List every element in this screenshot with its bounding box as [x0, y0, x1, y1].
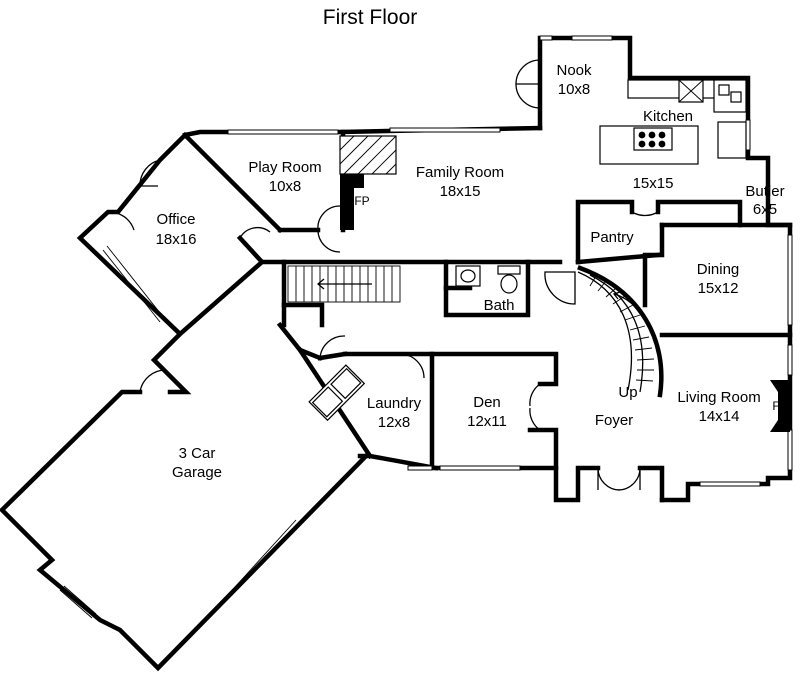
family-room-size: 18x15 [440, 183, 481, 200]
living-room-name: Living Room [677, 389, 760, 406]
plan-title: First Floor [323, 6, 418, 29]
den-name: Den [473, 394, 501, 411]
nook-name: Nook [556, 62, 592, 79]
garage-size: Garage [172, 464, 222, 481]
living-fireplace [770, 380, 790, 432]
straight-stairs [287, 265, 401, 303]
room-labels: Nook 10x8 Kitchen 15x15 Butler 6x5 Play … [156, 62, 788, 481]
office-size: 18x16 [156, 231, 197, 248]
living-fireplace-label: FP [772, 399, 787, 413]
play-room-name: Play Room [248, 159, 321, 176]
dining-name: Dining [697, 261, 740, 278]
foyer-name: Foyer [595, 412, 633, 429]
windows [15, 35, 793, 619]
den-size: 12x11 [467, 413, 507, 430]
walls [0, 35, 793, 672]
nook-size: 10x8 [558, 81, 591, 98]
laundry-appliances [308, 364, 366, 422]
kitchen-name: Kitchen [643, 108, 693, 125]
play-room-size: 10x8 [269, 178, 302, 195]
dining-size: 15x12 [698, 280, 739, 297]
family-fireplace [339, 135, 397, 230]
family-fireplace-label: FP [354, 194, 369, 208]
curved-stairs [577, 265, 664, 398]
office-name: Office [157, 211, 196, 228]
bath-fixtures [455, 265, 521, 294]
butler-name: Butler [745, 183, 784, 200]
laundry-size: 12x8 [378, 414, 411, 431]
kitchen-size: 15x15 [633, 175, 674, 192]
kitchen-fixtures [599, 79, 747, 165]
family-room-name: Family Room [416, 164, 504, 181]
doors [107, 59, 659, 491]
butler-size: 6x5 [753, 201, 777, 218]
bath-name: Bath [484, 297, 515, 314]
living-room-size: 14x14 [699, 408, 740, 425]
garage-name: 3 Car [179, 445, 216, 462]
stairs-up-label: Up [618, 384, 637, 401]
pantry-name: Pantry [590, 229, 634, 246]
laundry-name: Laundry [367, 395, 422, 412]
